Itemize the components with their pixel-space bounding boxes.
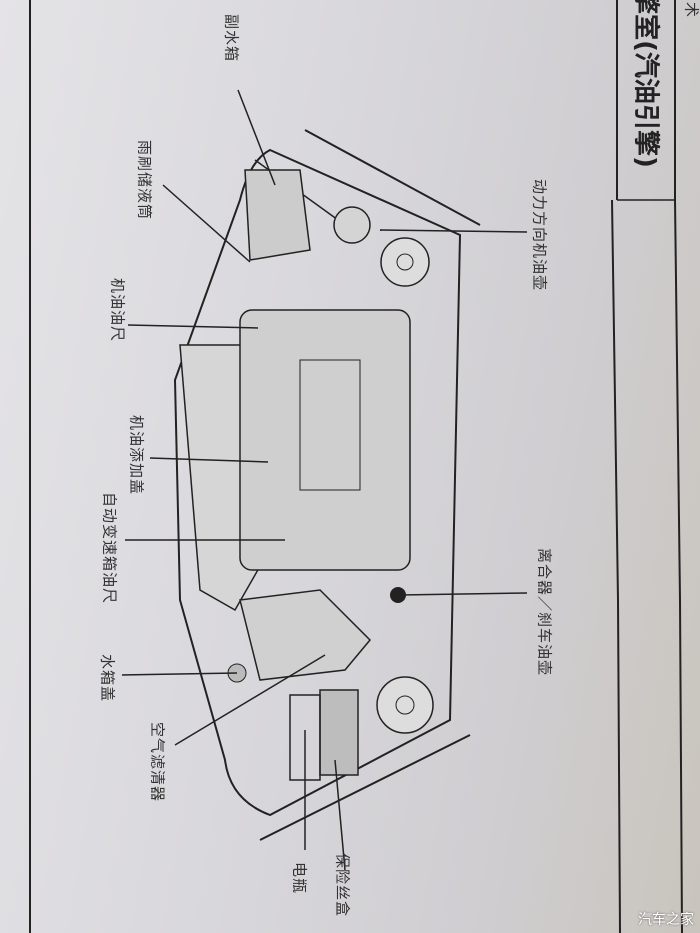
page-title: 擎室(汽油引擎) bbox=[630, 0, 661, 168]
leader-lines bbox=[121, 89, 528, 871]
windshield-line-3 bbox=[259, 734, 471, 841]
label-washer-reservoir: 雨刷储液筒 bbox=[135, 139, 154, 221]
frame-border-inner bbox=[611, 199, 621, 933]
engine-bay-outline bbox=[173, 148, 462, 817]
engine-block bbox=[239, 309, 411, 571]
label-fuse-box: 保险丝盒 bbox=[333, 852, 352, 918]
label-battery: 电瓶 bbox=[290, 861, 309, 895]
strut-tower-bottom bbox=[376, 676, 434, 734]
label-reserve-tank: 副水箱 bbox=[222, 13, 241, 63]
label-radiator-cap: 水箱盖 bbox=[98, 653, 117, 703]
label-clutch-brake-reservoir: 离合器／刹车油壶 bbox=[535, 547, 554, 677]
label-atf-dipstick: 自动变速箱油尺 bbox=[100, 491, 119, 605]
label-power-steering-reservoir: 动力方向机油壶 bbox=[530, 178, 549, 292]
fuse-box-shape bbox=[319, 689, 359, 776]
reserve-tank-shape bbox=[244, 169, 311, 261]
watermark: 汽车之家 bbox=[638, 912, 694, 928]
label-oil-dipstick: 机油油尺 bbox=[108, 277, 127, 343]
corner-text: 术 bbox=[682, 1, 700, 19]
windshield-line-1 bbox=[304, 129, 481, 226]
label-oil-filler-cap: 机油添加盖 bbox=[127, 414, 146, 496]
power-steering-reservoir-shape bbox=[333, 206, 371, 244]
strut-tower-top bbox=[380, 237, 430, 287]
page-border-right bbox=[674, 0, 683, 933]
label-air-cleaner: 空气滤清器 bbox=[148, 721, 167, 803]
air-cleaner-shape bbox=[239, 589, 372, 681]
